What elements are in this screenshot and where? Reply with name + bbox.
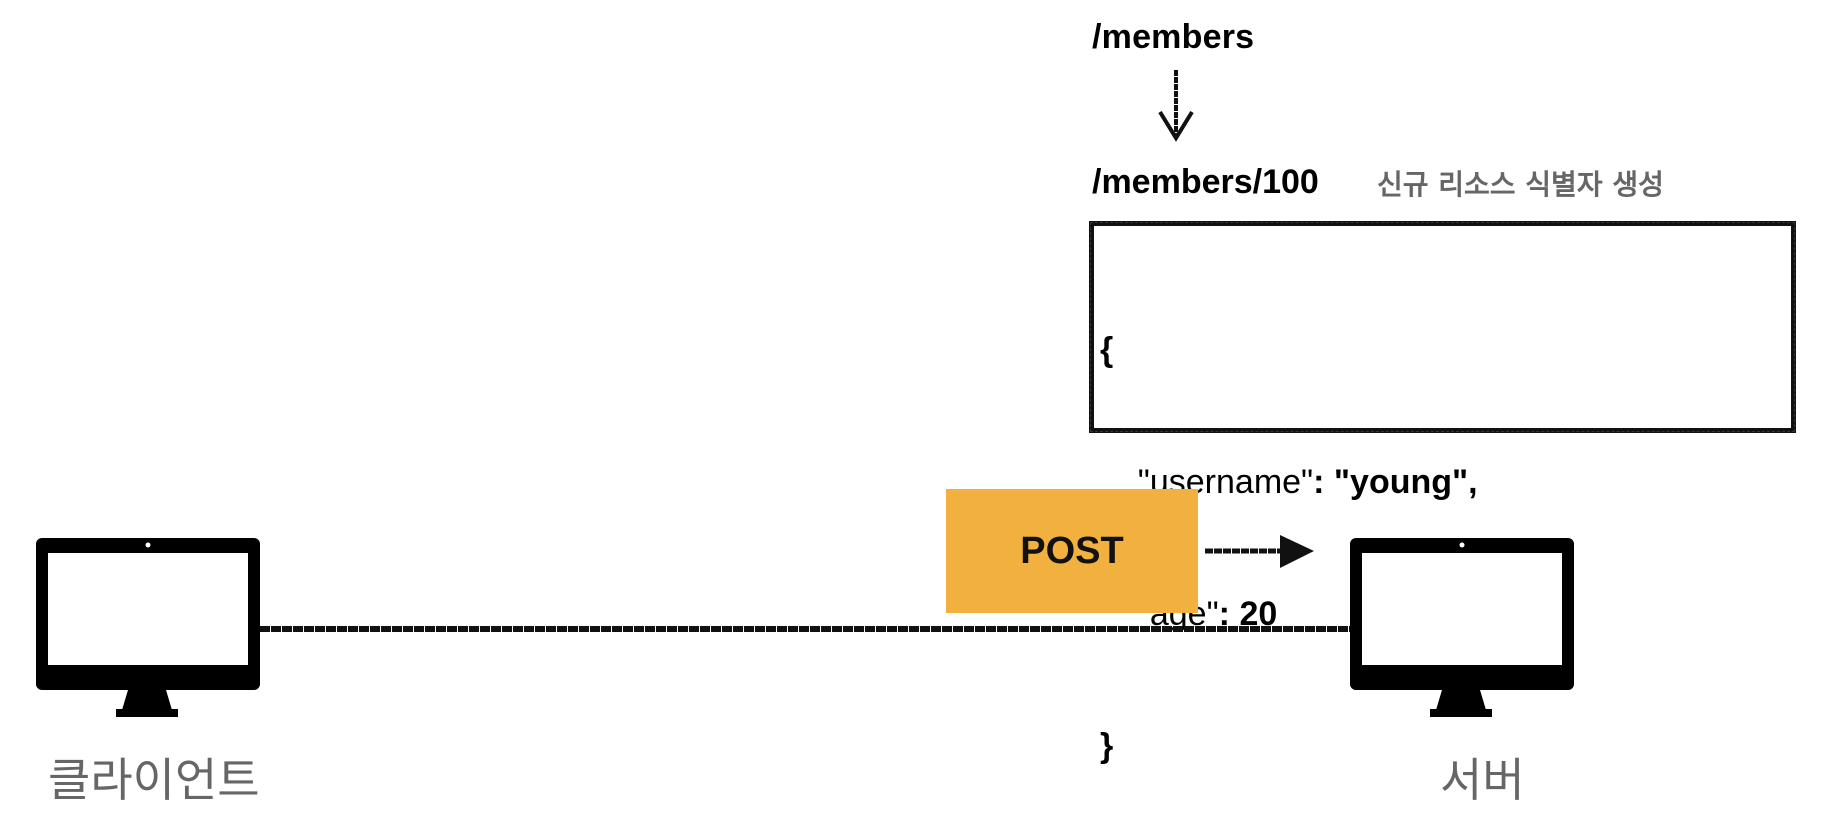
- json-colon: :: [1313, 463, 1334, 501]
- json-open-brace: {: [1100, 331, 1114, 369]
- client-label: 클라이언트: [48, 753, 260, 807]
- json-comma: ,: [1468, 463, 1478, 501]
- down-arrow-icon: [1158, 70, 1194, 142]
- server-label: 서버: [1440, 753, 1525, 807]
- method-label: POST: [1020, 529, 1124, 572]
- annotation-new-resource-id: 신규 리소스 식별자 생성: [1377, 168, 1664, 201]
- json-body-box: [1089, 221, 1796, 433]
- method-post-box: POST: [946, 489, 1198, 613]
- collection-path: /members: [1092, 18, 1255, 56]
- client-monitor-icon: [36, 538, 260, 717]
- created-resource-path: /members/100: [1092, 163, 1319, 201]
- json-colon: :: [1218, 595, 1240, 633]
- server-monitor-icon: [1350, 538, 1574, 717]
- json-close-brace: }: [1100, 727, 1114, 765]
- json-username-value: "young": [1333, 463, 1469, 501]
- right-arrow-icon: [1205, 535, 1314, 568]
